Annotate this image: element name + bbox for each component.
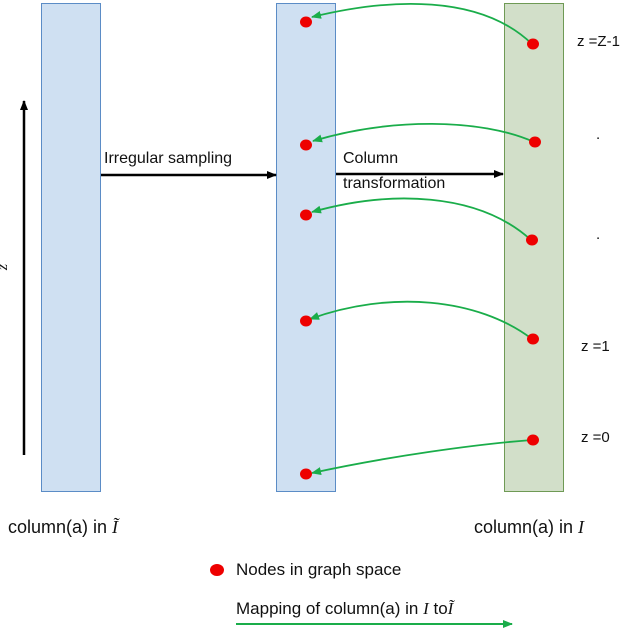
caption-left: column(a) in Ĩ: [8, 517, 118, 538]
z-label: z =0: [581, 429, 610, 446]
node: [527, 38, 539, 50]
z-label: z =1: [581, 338, 610, 355]
transformation-label-line2: transformation: [343, 175, 446, 192]
caption-left-text: column(a) in: [8, 517, 113, 537]
column-i: [504, 3, 564, 492]
mapping-arrow: [311, 3, 533, 45]
mapping-arrow: [309, 300, 533, 340]
caption-right: column(a) in I: [474, 517, 584, 538]
node: [527, 434, 539, 446]
caption-right-symbol: I: [578, 517, 585, 537]
column-i-tilde: [41, 3, 101, 492]
node: [529, 136, 541, 148]
z-axis-label: z̃: [0, 264, 12, 270]
caption-right-text: column(a) in: [474, 517, 579, 537]
legend-nodes-label: Nodes in graph space: [236, 560, 402, 579]
legend-mapping-symbol-i-tilde: Ĩ: [447, 599, 454, 618]
node: [300, 139, 312, 151]
caption-left-symbol: Ĩ: [112, 517, 119, 537]
legend-mapping-label: Mapping of column(a) in I toĨ: [236, 599, 453, 619]
mapping-arrow: [311, 439, 533, 475]
node: [526, 234, 538, 246]
legend-mapping-text: Mapping of column(a) in: [236, 599, 424, 618]
legend-mapping-symbol-i: I: [423, 599, 429, 618]
node: [300, 16, 312, 28]
node: [527, 333, 539, 345]
mapping-arrow: [311, 197, 532, 241]
z-label: z =Z-1: [577, 33, 620, 50]
mapping-arrow: [312, 122, 535, 143]
sampling-label: Irregular sampling: [104, 150, 233, 167]
z-label: .: [596, 126, 601, 143]
node: [300, 209, 312, 221]
node: [300, 468, 312, 480]
legend-node-icon: [210, 564, 224, 576]
legend-mapping-mid: to: [428, 599, 448, 618]
column-sampled: [276, 3, 336, 492]
z-label: .: [596, 226, 601, 243]
transformation-label-line1: Column: [343, 150, 399, 167]
node: [300, 315, 312, 327]
